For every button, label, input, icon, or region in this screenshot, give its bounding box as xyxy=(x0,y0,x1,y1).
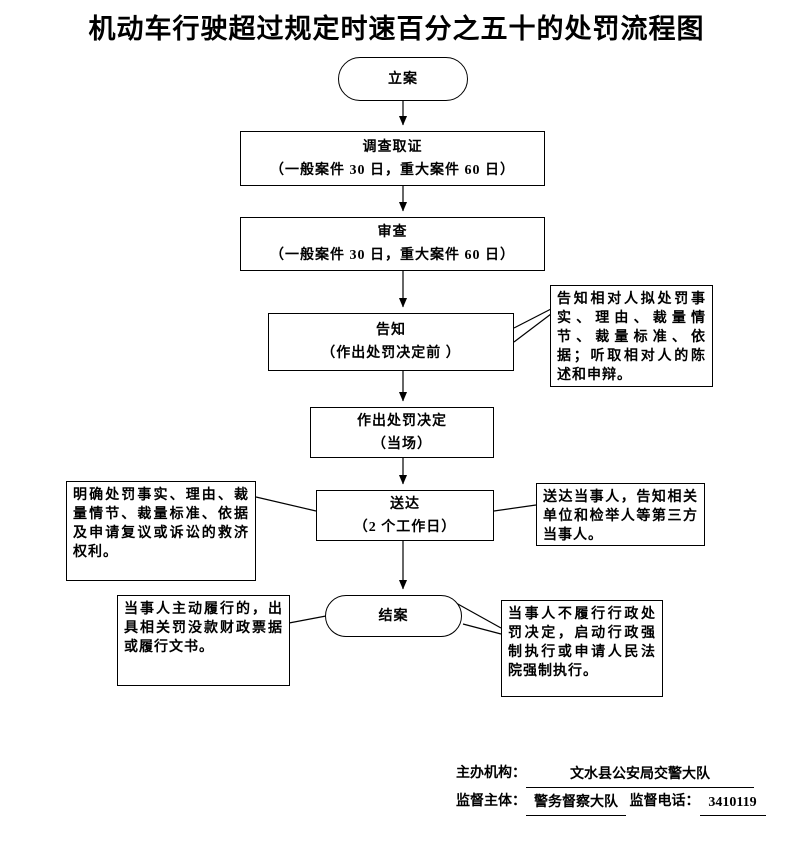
flow-node-close: 结案 xyxy=(325,595,462,637)
note-deliver-left: 明确处罚事实、理由、裁量情节、裁量标准、依据及申请复议或诉讼的救济权利。 xyxy=(66,481,256,581)
node-label: 调查取证 xyxy=(362,139,423,155)
connector-deliver-right-note xyxy=(493,504,537,512)
flow-node-deliver: 送达 （2 个工作日） xyxy=(316,490,494,541)
supervisor-label: 监督主体： xyxy=(456,794,526,809)
org-value: 文水县公安局交警大队 xyxy=(526,763,754,788)
org-label: 主办机构： xyxy=(456,766,526,781)
footer: 主办机构：文水县公安局交警大队 监督主体：警务督察大队 监督电话：3410119 xyxy=(456,760,766,816)
note-deliver-right: 送达当事人，告知相关单位和检举人等第三方当事人。 xyxy=(536,483,705,546)
note-notify-right: 告知相对人拟处罚事实、理由、裁量情节、裁量标准、依据；听取相对人的陈述和申辩。 xyxy=(550,285,713,387)
page-title: 机动车行驶超过规定时速百分之五十的处罚流程图 xyxy=(88,14,705,44)
flow-node-decide: 作出处罚决定 （当场） xyxy=(310,407,494,458)
flow-node-investigate: 调查取证 （一般案件 30 日，重大案件 60 日） xyxy=(240,131,545,186)
supervisor-value: 警务督察大队 xyxy=(526,791,626,816)
note-close-right: 当事人不履行行政处罚决定，启动行政强制执行或申请人民法院强制执行。 xyxy=(501,600,663,697)
node-label: 立案 xyxy=(388,71,418,87)
flow-node-review: 审查 （一般案件 30 日，重大案件 60 日） xyxy=(240,217,545,271)
node-label: 送达 xyxy=(390,496,420,512)
node-label: 告知 xyxy=(376,323,406,338)
phone-label: 监督电话： xyxy=(629,794,700,809)
connector-notify-note xyxy=(513,308,552,329)
footer-line-org: 主办机构：文水县公安局交警大队 xyxy=(456,760,766,788)
node-label: 结案 xyxy=(378,608,409,624)
connector-notify-note xyxy=(513,313,552,343)
flow-node-start: 立案 xyxy=(338,57,468,101)
footer-line-supervision: 监督主体：警务督察大队 监督电话：3410119 xyxy=(456,788,766,816)
node-label: 作出处罚决定 xyxy=(357,413,447,429)
node-label: 审查 xyxy=(377,225,408,240)
phone-value: 3410119 xyxy=(699,791,766,816)
flow-node-notify: 告知 （作出处罚决定前 ） xyxy=(268,313,514,371)
node-sublabel: （当场） xyxy=(372,436,432,452)
connector-close-right-note xyxy=(455,602,502,629)
node-sublabel: （作出处罚决定前 ） xyxy=(321,346,461,361)
node-sublabel: （一般案件 30 日，重大案件 60 日） xyxy=(270,248,515,263)
connector-close-right-note xyxy=(462,623,502,635)
node-sublabel: （2 个工作日） xyxy=(353,519,457,535)
note-close-left: 当事人主动履行的，出具相关罚没款财政票据或履行文书。 xyxy=(117,595,290,686)
connector-deliver-left-note xyxy=(255,496,317,512)
node-sublabel: （一般案件 30 日，重大案件 60 日） xyxy=(270,162,515,178)
connector-close-left-note xyxy=(288,615,327,624)
